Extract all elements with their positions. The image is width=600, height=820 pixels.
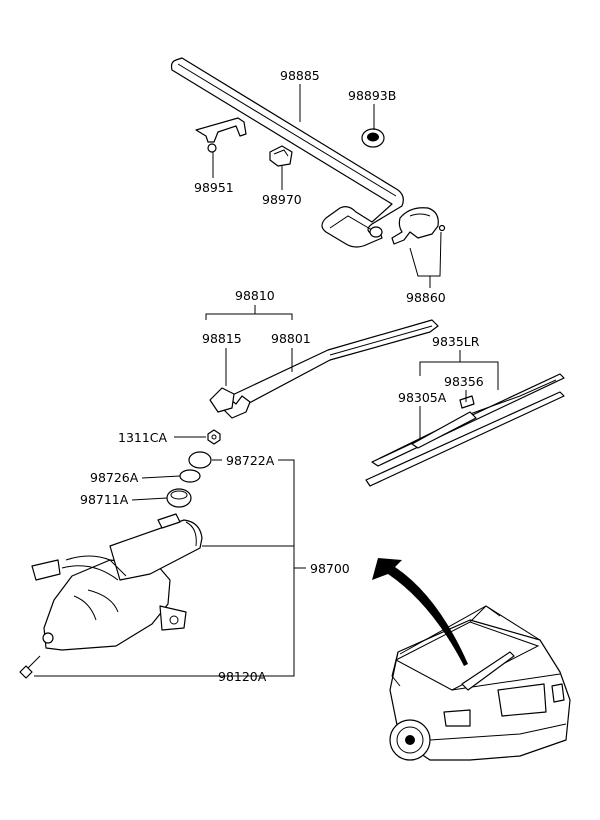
label-bushing: 98711A — [80, 492, 129, 507]
label-cap: 98722A — [226, 453, 275, 468]
label-hose-clip: 98951 — [194, 180, 234, 195]
wiper-motor — [19, 513, 203, 679]
grommet — [361, 128, 385, 148]
location-arrow — [372, 558, 468, 666]
label-wiper-blade: 98305A — [398, 390, 447, 405]
part-labels: 98885 98893B 98951 98970 98860 98810 988… — [80, 68, 484, 684]
label-washer-hose: 98885 — [280, 68, 320, 83]
hose-holder — [269, 145, 293, 167]
bushing — [166, 488, 192, 508]
nut — [207, 429, 221, 445]
label-wiper-arm-cover: 98815 — [202, 331, 242, 346]
wiper-arm — [223, 319, 439, 419]
label-blade-refill: 98356 — [444, 374, 484, 389]
hose-clip — [195, 117, 247, 153]
label-bolt: 98120A — [218, 669, 267, 684]
label-nut: 1311CA — [118, 430, 168, 445]
washer-hose — [170, 57, 404, 248]
label-wiper-arm: 98801 — [271, 331, 311, 346]
washer-nozzle — [391, 207, 446, 245]
label-hose-holder: 98970 — [262, 192, 302, 207]
label-wiper-arm-assy: 98810 — [235, 288, 275, 303]
label-washer-nozzle: 98860 — [406, 290, 446, 305]
wiper-blade — [365, 373, 565, 487]
leader-lines — [34, 84, 499, 677]
label-grommet: 98893B — [348, 88, 396, 103]
wiper-arm-cover — [209, 387, 235, 413]
washer — [179, 469, 201, 483]
label-wiper-motor: 98700 — [310, 561, 350, 576]
label-washer: 98726A — [90, 470, 139, 485]
car-rear-illustration — [389, 605, 571, 761]
cap — [188, 451, 212, 469]
label-wiper-blade-assy: 9835LR — [432, 334, 480, 349]
